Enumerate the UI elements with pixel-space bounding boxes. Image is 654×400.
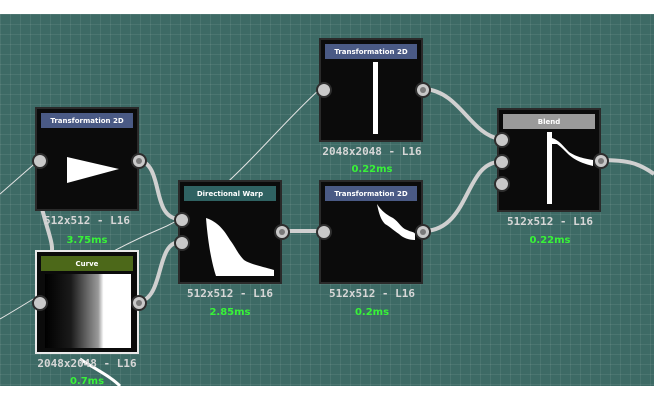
- node-resolution: 512x512 - L16: [186, 287, 274, 300]
- node-title: Transformation 2D: [325, 44, 417, 59]
- wire[interactable]: [424, 87, 501, 141]
- transformation-2d-node[interactable]: Transformation 2D: [35, 107, 139, 211]
- transformation-2d-node[interactable]: Transformation 2D: [319, 180, 423, 284]
- wire[interactable]: [424, 160, 501, 233]
- triangle-gradient-icon: [67, 157, 119, 183]
- node-timing: 2.85ms: [209, 307, 251, 318]
- node-timing: 0.7ms: [69, 376, 105, 386]
- node-resolution: 512x512 - L16: [506, 215, 594, 228]
- output-port[interactable]: [415, 82, 431, 98]
- input-port[interactable]: [174, 212, 190, 228]
- directional-warp-node[interactable]: Directional Warp: [178, 180, 282, 284]
- input-port[interactable]: [494, 132, 510, 148]
- warped-shape-icon: [206, 218, 274, 276]
- node-resolution: 512x512 - L16: [328, 287, 416, 300]
- wire[interactable]: [137, 158, 181, 221]
- node-title: Curve: [41, 256, 133, 271]
- node-title: Transformation 2D: [41, 113, 133, 128]
- node-graph-canvas[interactable]: Transformation 2D 512x512 - L16 3.75ms T…: [0, 14, 654, 386]
- input-port[interactable]: [32, 153, 48, 169]
- vertical-line-icon: [373, 62, 378, 134]
- curve-node[interactable]: Curve: [35, 250, 139, 354]
- output-port[interactable]: [131, 153, 147, 169]
- node-timing: 0.2ms: [354, 307, 390, 318]
- wire[interactable]: [79, 357, 122, 386]
- node-timing: 3.75ms: [66, 235, 108, 246]
- node-title: Transformation 2D: [325, 186, 417, 201]
- node-title: Blend: [503, 114, 595, 129]
- blend-node[interactable]: Blend: [497, 108, 601, 212]
- output-port[interactable]: [274, 224, 290, 240]
- node-resolution: 512x512 - L16: [43, 214, 131, 227]
- node-timing: 0.22ms: [529, 235, 571, 246]
- output-port[interactable]: [593, 153, 609, 169]
- gradient-icon: [45, 274, 131, 348]
- blend-result-icon: [547, 132, 593, 204]
- warped-shape-icon: [377, 204, 415, 240]
- node-resolution: 2048x2048 - L16: [322, 145, 422, 158]
- input-port[interactable]: [494, 154, 510, 170]
- output-port[interactable]: [415, 224, 431, 240]
- input-port[interactable]: [32, 295, 48, 311]
- transformation-2d-node[interactable]: Transformation 2D: [319, 38, 423, 142]
- input-port[interactable]: [316, 224, 332, 240]
- input-port[interactable]: [494, 176, 510, 192]
- node-title: Directional Warp: [184, 186, 276, 201]
- node-resolution: 2048x2048 - L16: [37, 357, 137, 370]
- node-timing: 0.22ms: [351, 164, 393, 175]
- input-port[interactable]: [316, 82, 332, 98]
- output-port[interactable]: [131, 295, 147, 311]
- input-port[interactable]: [174, 235, 190, 251]
